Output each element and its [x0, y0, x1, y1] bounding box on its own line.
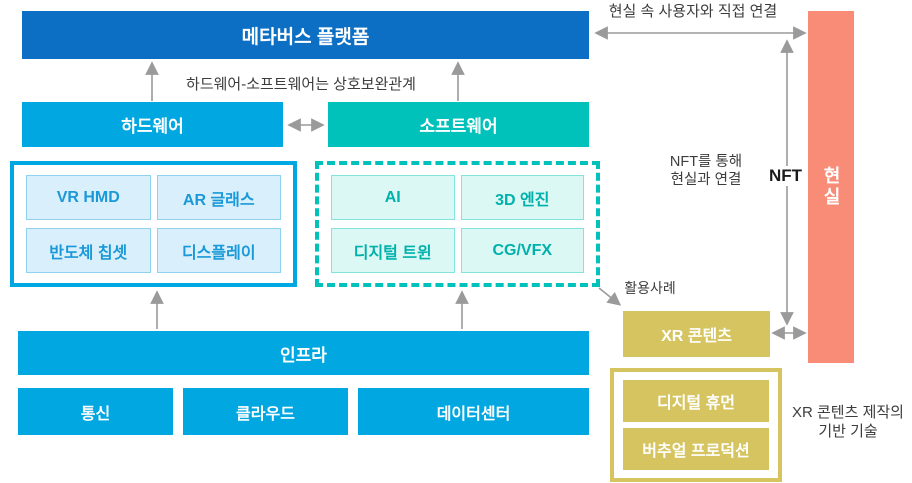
hardware-box: 하드웨어 — [22, 102, 283, 147]
reality-bar: 현실 — [808, 11, 854, 363]
nft-label: NFT — [766, 166, 806, 186]
hardware-component-group: VR HMD AR 글래스 반도체 칩셋 디스플레이 — [10, 161, 297, 287]
infra-cloud-box: 클라우드 — [183, 388, 348, 435]
cell-3d-engine: 3D 엔진 — [460, 175, 584, 220]
xr-basis-note-line2: 기반 기술 — [818, 423, 878, 440]
reality-connection-note: 현실 속 사용자와 직접 연결 — [608, 3, 778, 20]
platform-bar: 메타버스 플랫폼 — [22, 11, 589, 59]
software-component-grid: AI 3D 엔진 디지털 트윈 CG/VFX — [319, 165, 596, 283]
hardware-label: 하드웨어 — [121, 117, 184, 136]
xr-technology-stack: 디지털 휴먼 버추얼 프로덕션 — [614, 372, 778, 478]
cell-semiconductor-chipset: 반도체 칩셋 — [26, 228, 151, 273]
infra-telecom-box: 통신 — [18, 388, 173, 435]
infra-bar: 인프라 — [18, 331, 589, 375]
virtual-production-box: 버추얼 프로덕션 — [623, 428, 769, 470]
xr-technology-group: 디지털 휴먼 버추얼 프로덕션 — [610, 368, 782, 482]
hardware-component-grid: VR HMD AR 글래스 반도체 칩셋 디스플레이 — [14, 165, 293, 283]
cell-ar-glass: AR 글래스 — [156, 175, 281, 220]
software-box: 소프트웨어 — [328, 102, 589, 147]
cell-cg-vfx: CG/VFX — [460, 228, 584, 273]
xr-content-box: XR 콘텐츠 — [623, 311, 770, 357]
complementary-note: 하드웨어-소프트웨어는 상호보완관계 — [186, 76, 416, 93]
nft-note: NFT를 통해 현실과 연결 — [656, 153, 756, 189]
xr-basis-note: XR 콘텐츠 제작의 기반 기술 — [778, 403, 912, 441]
reality-label: 현실 — [821, 166, 841, 208]
cell-ai: AI — [331, 175, 455, 220]
cell-display: 디스플레이 — [156, 228, 281, 273]
nft-note-line2: 현실과 연결 — [670, 172, 742, 188]
xr-basis-note-line1: XR 콘텐츠 제작의 — [792, 404, 904, 421]
digital-human-box: 디지털 휴먼 — [623, 380, 769, 422]
infra-label: 인프라 — [280, 345, 327, 365]
platform-label: 메타버스 플랫폼 — [241, 26, 370, 48]
infra-datacenter-box: 데이터센터 — [358, 388, 589, 435]
xr-usage-note: 활용사례 — [624, 280, 676, 296]
software-component-group: AI 3D 엔진 디지털 트윈 CG/VFX — [315, 161, 600, 287]
cell-digital-twin: 디지털 트윈 — [331, 228, 455, 273]
cell-vr-hmd: VR HMD — [26, 175, 151, 220]
software-label: 소프트웨어 — [419, 117, 498, 136]
nft-note-line1: NFT를 통해 — [669, 154, 743, 170]
